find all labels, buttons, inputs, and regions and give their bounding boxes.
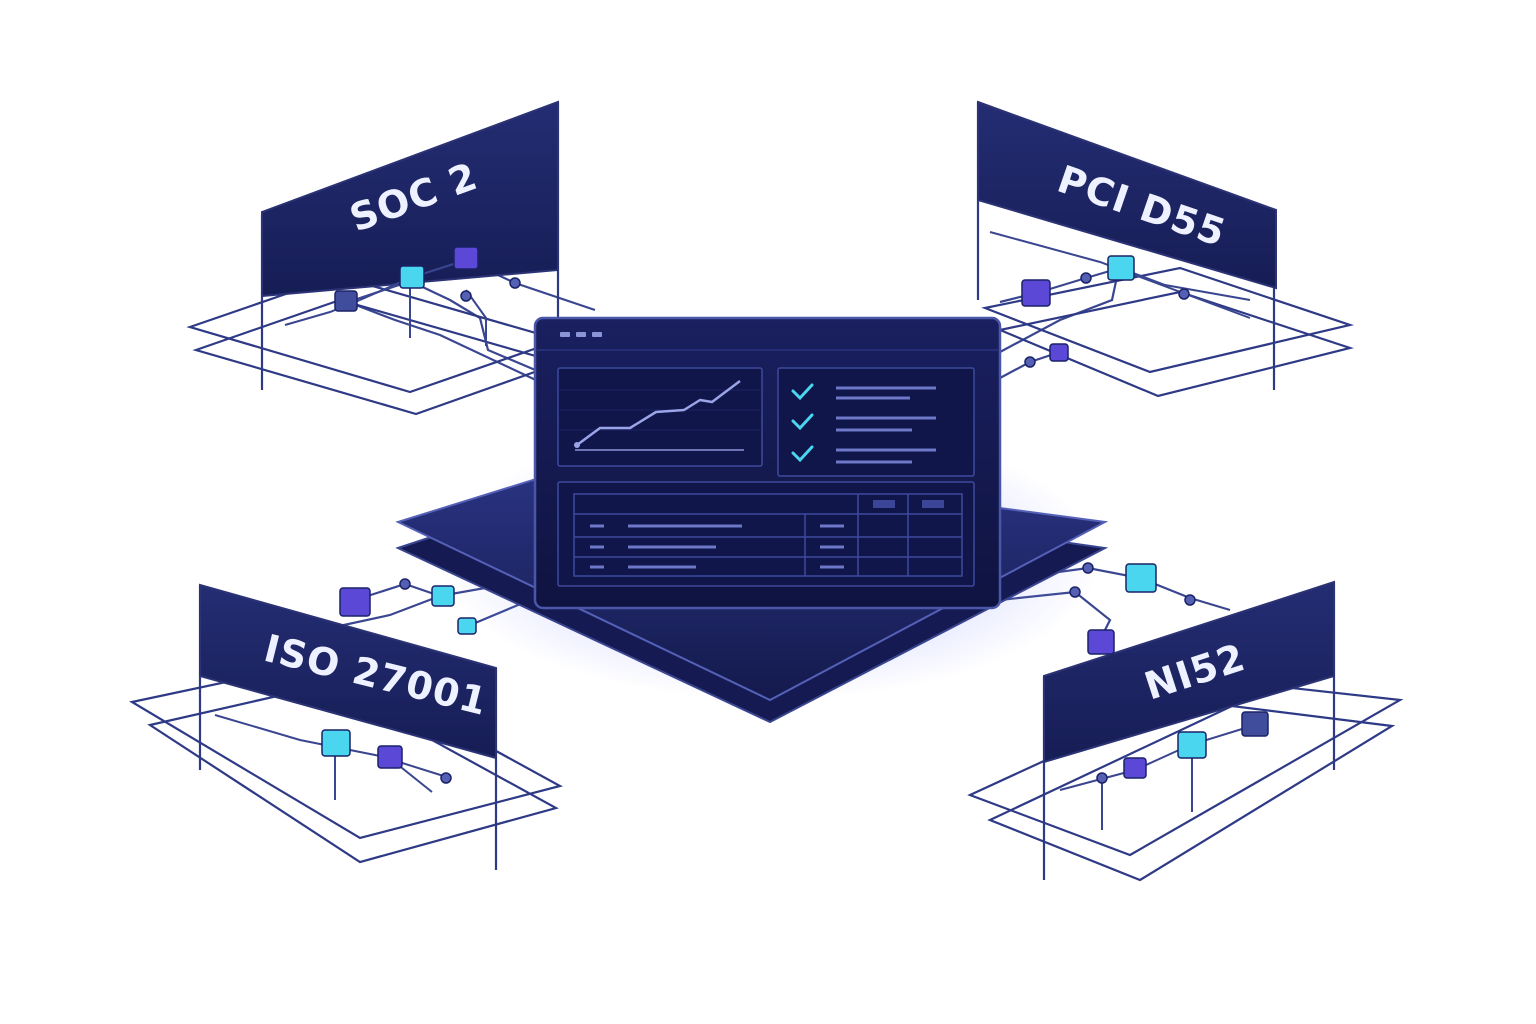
dashboard-window <box>533 316 1002 610</box>
network-nodes <box>321 246 1269 784</box>
node-cube-cyan <box>321 729 351 757</box>
node-cube-purple <box>339 587 371 617</box>
window-dot <box>560 332 570 337</box>
node-cube-cyan <box>1107 255 1135 281</box>
window-dot <box>576 332 586 337</box>
node-cube-cyan <box>457 617 477 635</box>
check-icon <box>791 445 814 463</box>
checklist-item <box>791 445 936 464</box>
window-controls <box>560 332 602 337</box>
trend-start-point <box>574 442 580 448</box>
soc2-sign <box>261 100 559 298</box>
node-cube-purple <box>1123 757 1147 779</box>
checklist-item <box>791 383 936 401</box>
soc2-framework-panel: SOC 2 <box>186 100 564 416</box>
node-dot <box>1080 272 1092 284</box>
node-dot <box>1082 562 1094 574</box>
node-cube-cyan <box>1125 563 1157 593</box>
check-icon <box>791 383 814 401</box>
node-cube-purple <box>1021 279 1051 307</box>
node-dot <box>399 578 411 590</box>
iso-sign <box>199 583 497 760</box>
check-icon <box>791 413 814 431</box>
node-cube-purple <box>453 246 479 270</box>
node-dot <box>1024 356 1036 368</box>
pci-sign <box>977 100 1277 290</box>
checklist-card <box>777 367 975 477</box>
node-cube-purple <box>1049 343 1069 362</box>
node-dot <box>1184 594 1196 606</box>
node-dot <box>1096 772 1108 784</box>
node-cube-purple <box>377 745 403 769</box>
node-dot <box>1178 288 1190 300</box>
window-dot <box>592 332 602 337</box>
table-grid <box>573 493 963 577</box>
node-cube-purple <box>1087 629 1115 655</box>
nis2-sign <box>1043 580 1335 764</box>
pci-framework-panel: PCI D55 <box>976 100 1355 398</box>
node-dot <box>1069 586 1081 598</box>
checklist-item <box>791 413 936 432</box>
trend-line <box>576 380 741 447</box>
node-cube-cyan <box>1177 731 1207 759</box>
node-cube-cyan <box>431 585 455 607</box>
nis2-framework-panel: NI52 <box>967 580 1404 882</box>
node-cube-slate <box>1241 711 1269 737</box>
node-cube-slate <box>334 290 358 312</box>
node-cube-cyan <box>399 265 425 289</box>
trend-chart-card <box>557 367 763 467</box>
pci-circuit <box>989 231 1251 319</box>
table-header-cells <box>873 500 944 508</box>
node-dot <box>440 772 452 784</box>
node-dot <box>509 277 521 289</box>
node-dot <box>460 290 472 302</box>
data-table-card <box>557 481 975 587</box>
